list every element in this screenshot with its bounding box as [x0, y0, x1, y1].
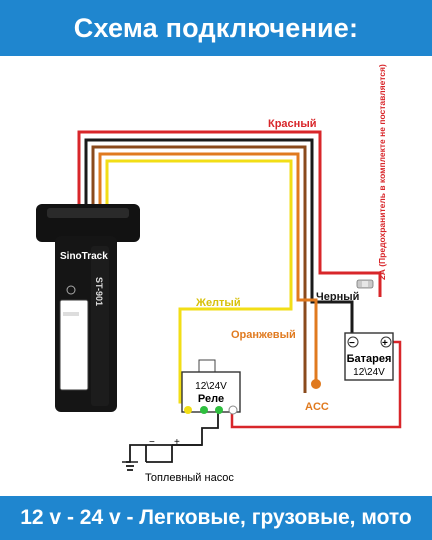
relay-pin-green-2 [215, 406, 223, 414]
device-brand: SinoTrack [60, 251, 108, 262]
acc-terminal [311, 379, 321, 389]
battery-minus: − [349, 338, 355, 349]
pump-plus: + [174, 437, 180, 448]
black-wire [84, 138, 354, 335]
yellow-wire-label: Желтый [195, 297, 241, 309]
brown-wire [91, 145, 307, 393]
black-wire-label: Черный [316, 291, 359, 303]
footer-text: 12 v - 24 v - Легковые, грузовые, мото [20, 506, 412, 529]
relay-voltage: 12\24V [195, 381, 227, 392]
device-model: ST-901 [94, 277, 104, 306]
pump-label: Топлевный насос [145, 472, 234, 484]
wiring-diagram: SinoTrack ST-901 Красный Черный Желтый О… [36, 64, 402, 484]
red-wire-label: Красный [268, 118, 316, 130]
relay-pin-green-1 [200, 406, 208, 414]
relay-box [181, 359, 241, 413]
orange-wire-label: Оранжевый [231, 329, 296, 341]
footer-bar: 12 v - 24 v - Легковые, грузовые, мото [0, 496, 432, 540]
relay-pin-yellow [184, 406, 192, 414]
yellow-wire [105, 159, 293, 404]
page-title: Схема подключение: [73, 12, 359, 43]
acc-label: ACC [305, 401, 329, 413]
battery-box [344, 332, 394, 381]
battery-plus: + [382, 338, 388, 349]
red-wire [77, 130, 382, 297]
header-bar: Схема подключение: [0, 0, 432, 56]
battery-voltage: 12\24V [353, 367, 385, 378]
battery-title: Батарея [347, 353, 392, 365]
relay-pin-white [228, 405, 238, 415]
relay-title: Реле [198, 393, 224, 405]
gps-tracker-device [36, 204, 140, 412]
pump-wires [126, 410, 219, 471]
pump-minus: − [149, 437, 155, 448]
orange-wire [98, 152, 318, 380]
fuse-icon [356, 279, 374, 289]
battery-feed-wire [230, 340, 402, 429]
fuse-label: 2А (Предохранитель в комплекте не постав… [377, 64, 387, 280]
